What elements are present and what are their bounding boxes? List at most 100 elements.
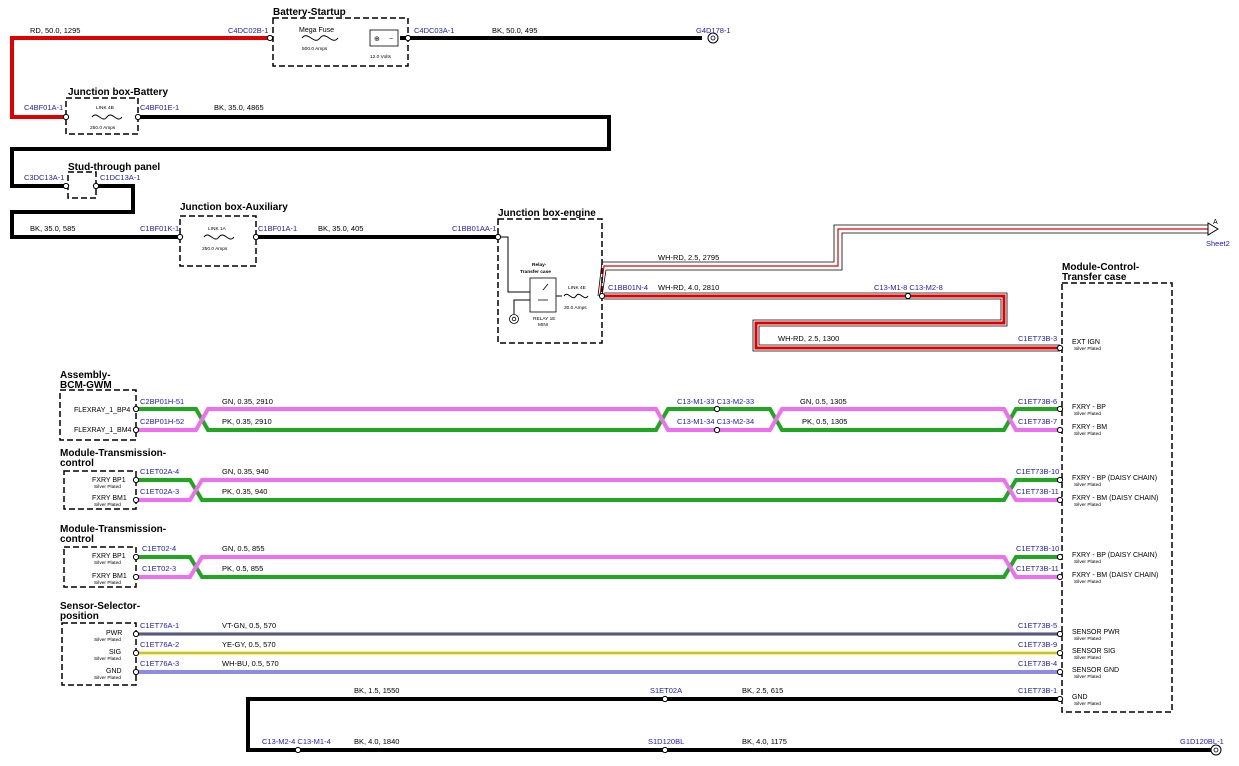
- conn-g4d178: G4D178-1: [696, 26, 731, 35]
- terminal-dot[interactable]: [1056, 630, 1064, 638]
- terminal-dot[interactable]: [661, 695, 669, 703]
- terminal-dot[interactable]: [132, 649, 140, 657]
- wire-gn-flexray-tcm1[interactable]: [136, 478, 1060, 502]
- stud-panel-title: Stud-through panel: [68, 162, 160, 173]
- conn-c1et73b-7: C1ET73B-7: [1018, 417, 1057, 426]
- tc-module-pin-label: FXRY - BM (DAISY CHAIN): [1072, 572, 1158, 579]
- tc-module-pin-label: SENSOR SIG: [1072, 648, 1116, 655]
- terminal-dot[interactable]: [1056, 573, 1064, 581]
- relay-title-1: Relay-: [532, 262, 547, 268]
- terminal-dot[interactable]: [404, 34, 412, 42]
- wire-pk-flexray-tcm1[interactable]: [136, 478, 1060, 502]
- terminal-dot[interactable]: [1056, 426, 1064, 434]
- terminal-dot[interactable]: [1056, 553, 1064, 561]
- tc-module-pin-plating: Silver Plated: [1074, 431, 1101, 437]
- relay-coil: [538, 283, 549, 301]
- terminal-dot[interactable]: [598, 292, 606, 300]
- box-tcm2: [63, 546, 137, 588]
- conn-c1et73b-3: C1ET73B-3: [1018, 334, 1057, 343]
- sensor-pin2-plating: Silver Plated: [94, 656, 121, 662]
- relay-size: MINI: [538, 322, 548, 328]
- wire-whrd-2795-outline2: [601, 232, 1210, 297]
- terminal-dot[interactable]: [132, 573, 140, 581]
- tc-module-pin-label: FXRY - BP (DAISY CHAIN): [1072, 475, 1157, 482]
- conn-c1bb01n: C1BB01N-4: [608, 283, 648, 292]
- terminal-dot[interactable]: [904, 292, 912, 300]
- wire-label-w2: BK, 50.0, 495: [492, 26, 537, 35]
- terminal-dot[interactable]: [266, 34, 274, 42]
- terminal-dot[interactable]: [1056, 668, 1064, 676]
- terminal-dot[interactable]: [1056, 649, 1064, 657]
- terminal-dot[interactable]: [134, 113, 142, 121]
- terminal-dot[interactable]: [92, 182, 100, 190]
- wire-gn-flexray-bcm[interactable]: [136, 407, 1060, 432]
- tc-module-pin-plating: Silver Plated: [1074, 636, 1101, 642]
- bcm-pin2: FLEXRAY_1_BM4: [74, 427, 132, 434]
- tcm1-pin1: FXRY BP1: [92, 477, 126, 484]
- conn-c4bf01a: C4BF01A-1: [24, 103, 63, 112]
- terminal-dot[interactable]: [132, 668, 140, 676]
- jb-aux-fuse-symbol: [203, 234, 235, 240]
- terminal-dot[interactable]: [713, 426, 721, 434]
- wire-pk-flexray-bcm[interactable]: [136, 407, 1060, 432]
- terminal-dot[interactable]: [62, 113, 70, 121]
- conn-c1bb01aa: C1BB01AA-1: [452, 224, 497, 233]
- terminal-dot[interactable]: [1056, 405, 1064, 413]
- conn-inline-34: C13-M1-34 C13-M2-34: [677, 417, 754, 426]
- wire-rd-50[interactable]: [10, 36, 270, 119]
- mega-fuse-symbol: [301, 35, 339, 41]
- conn-c1et73b-11a: C1ET73B-11: [1016, 487, 1059, 496]
- terminal-dot[interactable]: [252, 233, 260, 241]
- jb-engine-fuse-symbol: [563, 293, 589, 299]
- terminal-dot[interactable]: [132, 630, 140, 638]
- terminal-dot[interactable]: [1056, 695, 1064, 703]
- terminal-dot[interactable]: [1056, 344, 1064, 352]
- conn-c1et73b-10a: C1ET73B-10: [1016, 467, 1059, 476]
- box-jb-engine: [497, 218, 603, 344]
- terminal-dot[interactable]: [132, 426, 140, 434]
- wire-label-f8: PK, 0.5, 855: [222, 564, 263, 573]
- terminal-dot[interactable]: [132, 496, 140, 504]
- relay-id: RELAY 1E: [533, 316, 556, 322]
- tcm2-title-2: control: [60, 534, 94, 545]
- wire-bk-35-4865[interactable]: [10, 115, 611, 188]
- conn-ground-inline: C13-M2-4 C13-M1-4: [262, 737, 331, 746]
- terminal-dot[interactable]: [132, 476, 140, 484]
- tc-module-pin-plating: Silver Plated: [1074, 701, 1101, 707]
- tcm1-pin2: FXRY BM1: [92, 495, 127, 502]
- conn-c1et76a-1: C1ET76A-1: [140, 621, 179, 630]
- tcm2-pin2: FXRY BM1: [92, 573, 127, 580]
- battery-startup-title: Battery-Startup: [273, 7, 346, 18]
- sensor-pin3: GND: [106, 668, 122, 675]
- tcm1-title-1: Module-Transmission-: [60, 448, 166, 459]
- conn-c1dc13a: C1DC13A-1: [100, 173, 140, 182]
- terminal-dot[interactable]: [62, 182, 70, 190]
- jb-engine-ground-icon-inner: [511, 316, 517, 322]
- wire-whrd-2795[interactable]: [599, 228, 1210, 297]
- terminal-dot[interactable]: [294, 746, 302, 754]
- wire-bk-35-585[interactable]: [10, 184, 180, 239]
- terminal-dot[interactable]: [1056, 476, 1064, 484]
- battery-minus: −: [389, 36, 393, 43]
- wire-label-w6: WH-RD, 2.5, 2795: [658, 253, 719, 262]
- tc-module-pin-label: SENSOR GND: [1072, 667, 1119, 674]
- terminal-dots: [62, 34, 1064, 754]
- terminal-dot[interactable]: [132, 553, 140, 561]
- wire-pk-flexray-tcm2[interactable]: [136, 555, 1060, 579]
- terminal-dot[interactable]: [176, 233, 184, 241]
- conn-c1et73b-4: C1ET73B-4: [1018, 659, 1057, 668]
- wire-whrd-2810[interactable]: [604, 294, 1060, 350]
- terminal-dot[interactable]: [132, 405, 140, 413]
- terminal-dot[interactable]: [494, 233, 502, 241]
- sheet2-link[interactable]: Sheet2: [1206, 239, 1230, 248]
- terminal-dot[interactable]: [1056, 496, 1064, 504]
- bcm-title-2: BCM-GWM: [60, 380, 112, 391]
- wire-gn-flexray-tcm2[interactable]: [136, 555, 1060, 579]
- jb-aux-link: LINK 1A: [208, 226, 227, 232]
- wire-label-g3: BK, 4.0, 1840: [354, 737, 399, 746]
- wire-bk-gnd-1550[interactable]: [246, 697, 1212, 752]
- wire-label-f7: GN, 0.5, 855: [222, 544, 265, 553]
- terminal-dot[interactable]: [661, 746, 669, 754]
- terminal-dot[interactable]: [713, 405, 721, 413]
- conn-c1et73b-9: C1ET73B-9: [1018, 640, 1057, 649]
